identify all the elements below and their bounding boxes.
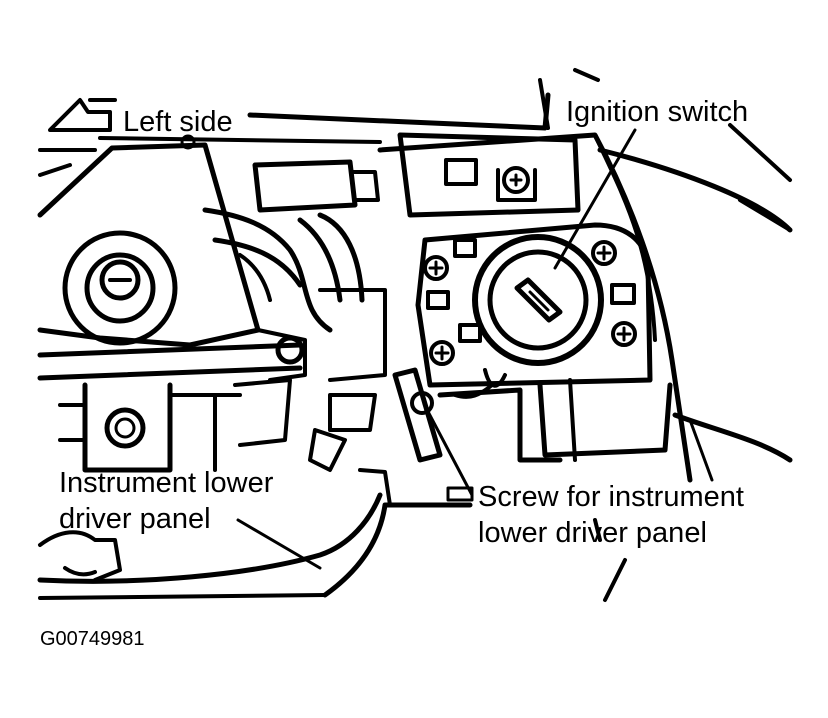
leader-lines [236,128,714,570]
panel-leader [236,518,322,570]
left-side-arrow-icon [48,98,117,132]
label-screw-line1: Screw for instrument [478,481,744,513]
label-screw-line2: lower driver panel [478,517,707,549]
plate-screw [429,340,455,366]
ignition-switch-leader [553,128,637,270]
lower-panel-area [37,123,793,602]
screw-leader [422,402,474,497]
label-instrument-panel-line1: Instrument lower [59,467,274,499]
figure-code: G00749981 [40,628,145,650]
plate-screw [591,240,617,266]
steering-column-assembly [37,92,551,473]
wiring-harness [202,159,387,472]
screw-leader-right [688,418,714,482]
label-left-side: Left side [123,106,233,138]
label-ignition-switch: Ignition switch [566,96,748,128]
label-instrument-panel-line2: driver panel [59,503,211,535]
plate-screw [611,321,637,347]
plate-screw [423,255,449,281]
key-cylinder [472,234,604,366]
screw-callout-box [446,486,474,502]
ignition-switch-housing [377,68,693,483]
